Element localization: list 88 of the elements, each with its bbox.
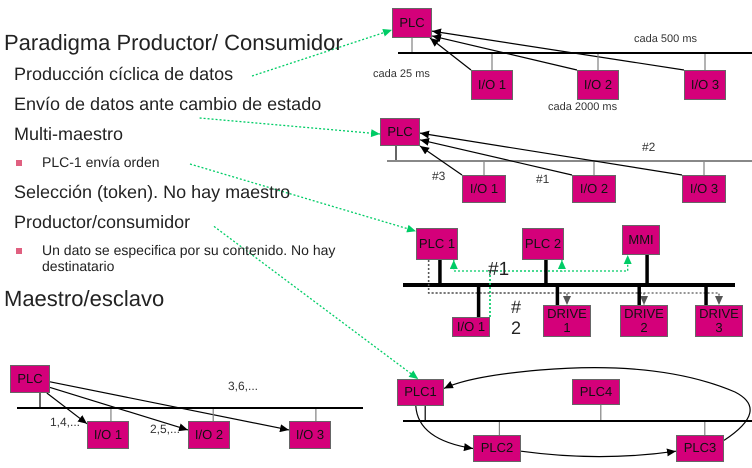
arrow (50, 386, 188, 432)
connector-line (395, 146, 397, 160)
device-box: I/O 3 (289, 421, 331, 449)
device-box: PLC (10, 365, 50, 393)
arrow (432, 28, 684, 71)
device-box: I/O 1 (87, 421, 129, 449)
device-box: DRIVE 3 (695, 305, 743, 337)
bus-drop-line (704, 287, 708, 305)
device-box: PLC 2 (522, 228, 564, 260)
device-box: PLC2 (473, 435, 521, 462)
bus-drop-line (556, 287, 560, 305)
device-box: I/O 2 (188, 421, 230, 449)
annotation-text: 3,6,... (228, 380, 260, 394)
connector-line (600, 405, 602, 420)
connector-line (212, 409, 214, 421)
arrow (420, 146, 462, 176)
dotted-arrow (252, 28, 392, 77)
bullet-text: Maestro/esclavo (4, 286, 166, 312)
connector-line (424, 406, 426, 420)
connector-line (704, 54, 706, 70)
arrow (432, 34, 578, 71)
bullet-text: Envío de datos ante cambio de estado (14, 94, 322, 118)
connector-line (593, 162, 595, 175)
annotation-text: #1 (536, 173, 550, 187)
annotation-text: Un dato se especifica por su contenido. No hay destinatario (42, 242, 336, 274)
device-box: PLC 1 (416, 228, 458, 260)
connector-line (597, 54, 599, 70)
device-box: I/O 2 (577, 70, 619, 100)
annotation-text: #3 (432, 170, 446, 184)
device-box: I/O 2 (572, 175, 616, 203)
device-box: PLC1 (397, 379, 444, 406)
bus-line (387, 160, 752, 162)
bullet-text: Multi-maestro (14, 124, 124, 145)
connector-line (110, 409, 112, 421)
device-box: DRIVE 1 (543, 305, 591, 337)
connector-line (704, 422, 706, 435)
annotation-text: #1 (488, 259, 510, 281)
bullet-text: Paradigma Productor/ Consumidor (4, 30, 344, 56)
bullet-text: PLC-1 envía orden (42, 154, 160, 174)
device-box: MMI (622, 225, 660, 255)
dotted-arrow (190, 163, 416, 232)
annotation-text: #2 (642, 141, 656, 155)
dotted-arrow (200, 117, 380, 138)
arrow (46, 392, 88, 424)
connector-line (498, 422, 500, 435)
annotation-text: cada 25 ms (373, 68, 431, 81)
bullet-text: Producción cíclica de datos (14, 64, 234, 88)
arrow (420, 138, 572, 176)
arrow (444, 367, 751, 441)
device-box: I/O 1 (462, 175, 506, 203)
bus-drop-line (544, 260, 548, 283)
connector-line (411, 38, 413, 52)
device-box: I/O 3 (684, 70, 726, 100)
bus-drop-line (637, 287, 641, 305)
connector-line (703, 162, 705, 175)
dotted-arrow (214, 226, 419, 380)
bus-line (403, 420, 752, 422)
device-box: PLC4 (572, 379, 620, 405)
device-box: PLC3 (676, 435, 724, 462)
bus-drop-line (645, 255, 649, 283)
annotation-text: cada 500 ms (634, 33, 698, 46)
arrow (520, 448, 676, 458)
arrow (430, 38, 472, 70)
device-box: PLC (380, 118, 420, 146)
annotation-text: cada 2000 ms (548, 101, 618, 114)
bus-drop-line (476, 287, 480, 317)
arrow (420, 130, 682, 176)
bullet-text: Productor/consumidor (14, 212, 190, 236)
device-box: I/O 3 (682, 175, 726, 203)
connector-line (315, 409, 316, 421)
bus-line (17, 407, 363, 409)
device-box: I/O 1 (452, 317, 490, 337)
connector-line (483, 162, 485, 175)
bullet-text: Selección (token). No hay maestro (14, 182, 292, 203)
device-box: PLC (392, 8, 432, 38)
dotted-arrow (428, 260, 723, 305)
connector-line (491, 54, 493, 70)
dotted-arrow (489, 255, 632, 317)
arrow (50, 381, 290, 432)
bus-line (398, 52, 752, 54)
annotation-text: # 2 (510, 297, 522, 338)
connector-line (39, 393, 41, 407)
device-box: I/O 1 (471, 70, 513, 100)
arrow (415, 406, 474, 451)
bus-drop-line (438, 260, 442, 283)
device-box: DRIVE 2 (620, 305, 668, 337)
annotation-text: 1,4,... (50, 416, 82, 430)
annotation-text: 2,5,... (150, 423, 182, 437)
